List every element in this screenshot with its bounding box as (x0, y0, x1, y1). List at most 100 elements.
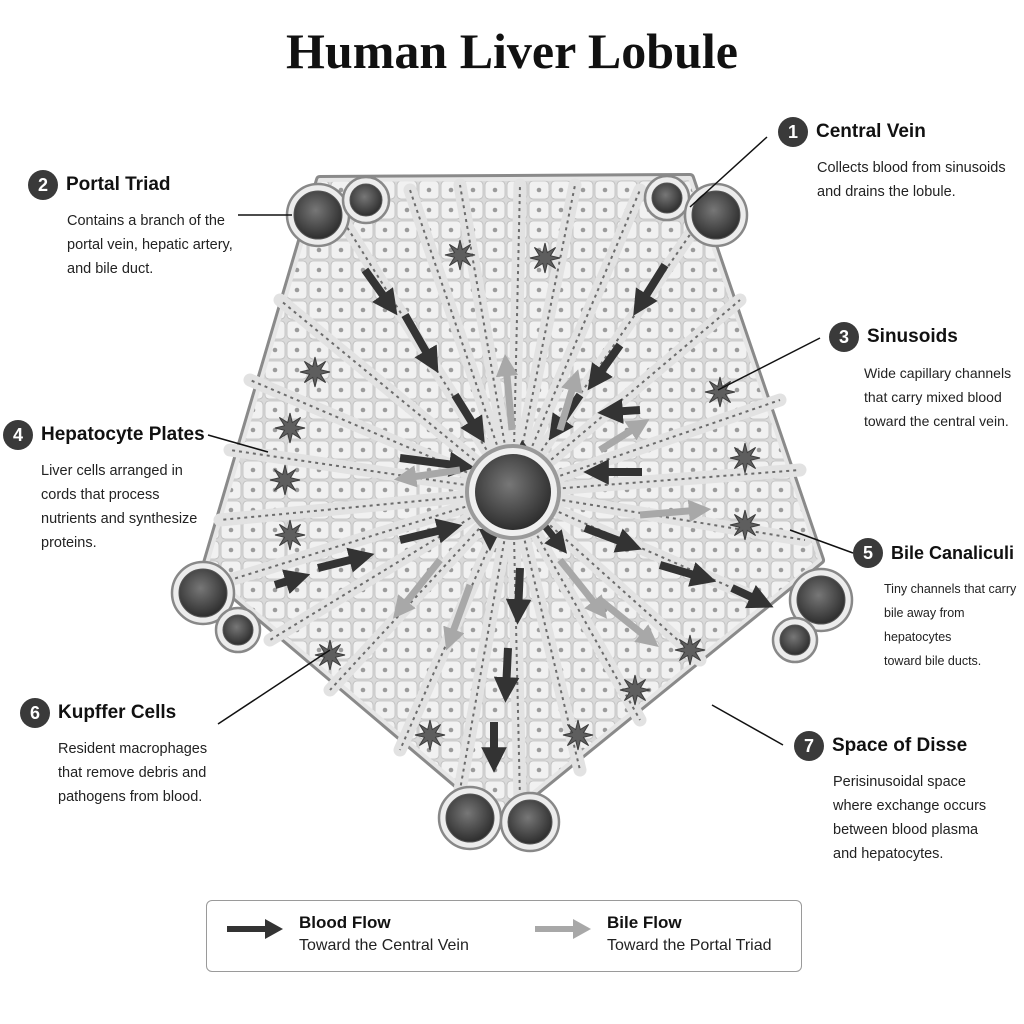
vessel-lumen (779, 624, 811, 656)
leader-line (207, 434, 269, 453)
central-vein (465, 444, 561, 540)
bile-canaliculus (540, 219, 701, 452)
light-arrow-icon (535, 919, 591, 939)
legend-bile-flow: Bile Flow Toward the Portal Triad (533, 913, 772, 955)
blood-flow-arrow (401, 313, 439, 374)
callout-number: 6 (20, 698, 50, 728)
callout-title: Kupffer Cells (58, 702, 177, 723)
portal-triad (170, 560, 262, 654)
vessel-lumen (349, 183, 383, 217)
blood-flow-arrow (505, 567, 532, 625)
legend-description: Toward the Central Vein (299, 937, 469, 954)
bile-canaliculus (409, 189, 498, 445)
kupffer-cell (314, 639, 346, 671)
blood-flow-arrow (317, 547, 375, 573)
flow-arrows (273, 262, 774, 773)
bile-flow-arrow (639, 499, 712, 523)
callout-title: Portal Triad (66, 174, 171, 195)
bile-canaliculus (562, 469, 801, 490)
callout-description: Perisinusoidal space where exchange occu… (833, 774, 987, 862)
portal-triad (437, 785, 561, 853)
dark-arrow-icon (227, 919, 283, 939)
portal-triad (285, 175, 391, 248)
vessel-lumen (507, 799, 553, 845)
bile-canaliculus (513, 184, 521, 443)
blood-flow-arrow (399, 518, 463, 544)
callout-number: 3 (829, 322, 859, 352)
page-title: Human Liver Lobule (286, 23, 738, 79)
bile-canaliculus (531, 189, 641, 447)
sinusoid (544, 293, 747, 467)
vessel-lumen (222, 614, 254, 646)
callout-title: Bile Canaliculi (891, 542, 1015, 563)
sinusoid (273, 293, 481, 467)
blood-flow-arrow (730, 584, 774, 609)
bile-canaliculus (523, 540, 581, 771)
callout-title: Space of Disse (832, 735, 968, 756)
callout-sinusoids: 3 Sinusoids Wide capillary channels that … (829, 322, 1011, 433)
bile-canaliculus (229, 449, 464, 486)
kupffer-cell (414, 719, 446, 751)
kupffer-cell (444, 239, 476, 271)
callout-description: Wide capillary channels that carry mixed… (864, 365, 1012, 429)
kupffer-cell (274, 412, 306, 444)
kupffer-cell (299, 356, 331, 388)
callout-description: Liver cells arranged in cords that proce… (41, 463, 198, 551)
bile-flow-arrow (556, 369, 583, 432)
bile-canaliculus (549, 524, 701, 661)
legend-title: Bile Flow (607, 913, 682, 932)
callout-title: Central Vein (816, 121, 926, 142)
blood-flow-arrow (587, 342, 624, 391)
blood-flow-arrow (658, 561, 717, 587)
vessel-lumen (651, 182, 683, 214)
callout-description: Contains a branch of the portal vein, he… (67, 213, 233, 277)
vessel-lumen (691, 190, 741, 240)
bile-flow-arrow (393, 557, 443, 619)
blood-flow-arrow (451, 392, 485, 443)
bile-canaliculus (229, 505, 466, 581)
legend: Blood Flow Toward the Central Vein Bile … (206, 900, 802, 972)
blood-flow-arrow (273, 569, 311, 594)
portal-triads (170, 174, 854, 853)
callout-description: Resident macrophages that remove debris … (58, 741, 208, 805)
callout-number: 1 (778, 117, 808, 147)
portal-triad (771, 567, 854, 664)
bile-canaliculus (219, 495, 464, 521)
callout-number: 7 (794, 731, 824, 761)
leader-line (789, 529, 854, 554)
bile-flow-arrow (598, 419, 650, 453)
bile-flow-arrow (393, 465, 461, 488)
leader-line (217, 649, 331, 725)
callout-space-of-disse: 7 Space of Disse Perisinusoidal space whe… (794, 731, 986, 866)
leader-line (711, 704, 784, 746)
bile-canaliculus (459, 541, 506, 791)
blood-flow-arrow (633, 262, 669, 316)
callout-kupffer-cells: 6 Kupffer Cells Resident macrophages that… (20, 698, 207, 809)
sinusoid-spokes (213, 178, 812, 807)
blood-flow-arrow (597, 398, 641, 424)
portal-triad (643, 174, 749, 248)
kupffer-cell (704, 376, 736, 408)
bile-canaliculus (562, 499, 806, 541)
bile-canaliculus (329, 528, 480, 691)
kupffer-cell (562, 719, 594, 751)
bile-canaliculus (513, 541, 521, 801)
bile-flow-arrow (443, 583, 474, 651)
legend-title: Blood Flow (299, 913, 391, 932)
vessel-lumen (178, 568, 228, 618)
bile-canaliculus (459, 184, 506, 443)
kupffer-cell (674, 634, 706, 666)
bile-canaliculus (521, 184, 576, 444)
kupffer-cell (729, 442, 761, 474)
callout-number: 5 (853, 538, 883, 568)
leader-line (717, 337, 821, 391)
bile-flow-arrow (495, 353, 519, 431)
callout-description: Collects blood from sinusoids and drains… (817, 160, 1006, 200)
callout-description: Tiny channels that carry bile away from … (884, 582, 1017, 668)
callout-bile-canaliculi: 5 Bile Canaliculi Tiny channels that carr… (853, 538, 1024, 673)
blood-flow-arrow (583, 524, 642, 553)
callout-title: Sinusoids (867, 326, 958, 347)
kupffer-cell (619, 674, 651, 706)
leader-lines (207, 136, 854, 746)
